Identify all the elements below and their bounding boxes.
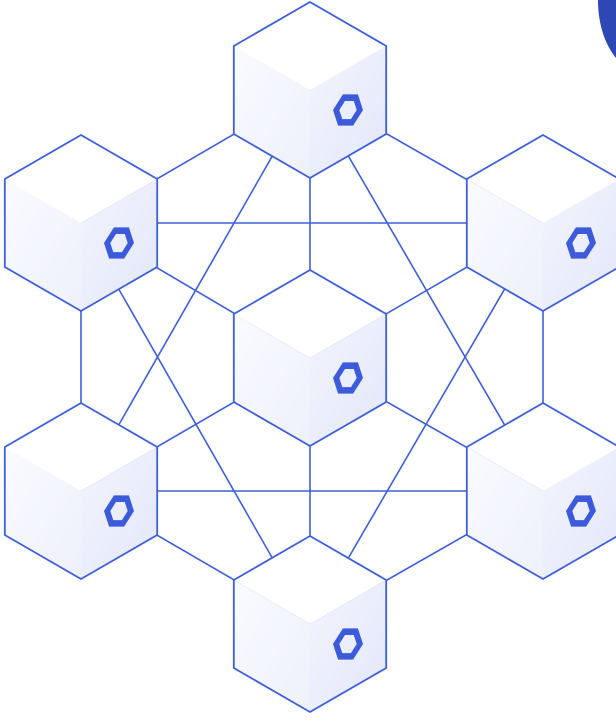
- node-bottom: [234, 536, 386, 712]
- corner-decoration: [598, 0, 616, 58]
- node-upper-right: [467, 135, 616, 311]
- node-lower-right: [467, 403, 616, 579]
- node-upper-left: [5, 135, 157, 311]
- node-top: [234, 2, 386, 178]
- node-center: [234, 270, 386, 446]
- blockchain-nodes: [5, 2, 616, 712]
- node-lower-left: [5, 403, 157, 579]
